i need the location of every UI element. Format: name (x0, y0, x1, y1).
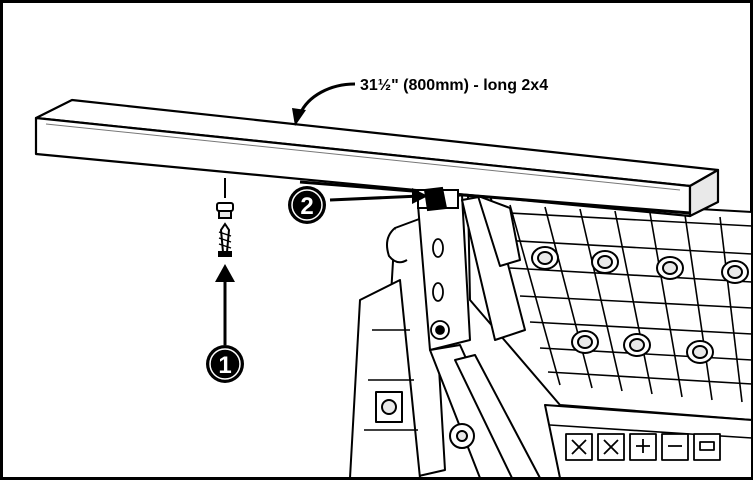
board-length-label: 31½" (800mm) - long 2x4 (360, 77, 548, 94)
bench-panel-grid (489, 204, 753, 403)
step-2-number: 2 (300, 193, 313, 220)
board-end-face (688, 168, 720, 218)
bench-icon-plates (565, 433, 721, 461)
bench-inner-brace (454, 354, 541, 479)
screw-and-plug (216, 178, 234, 257)
top-clip (417, 186, 459, 212)
plug-cap (216, 202, 234, 212)
step-1-number: 1 (218, 352, 231, 379)
step2-arrow (329, 188, 428, 204)
label-leader-arrow (292, 82, 356, 126)
step-badge-1: 1 (206, 345, 244, 383)
bench-hook (386, 227, 408, 264)
step1-arrow (215, 264, 235, 345)
screw (219, 222, 231, 253)
bench-panel-studs (531, 246, 749, 364)
lumber-2x4 (34, 98, 720, 218)
bench-clamp-jaw (477, 195, 521, 267)
step-badge-2: 2 (288, 186, 326, 224)
workbench-illustration (349, 194, 753, 479)
